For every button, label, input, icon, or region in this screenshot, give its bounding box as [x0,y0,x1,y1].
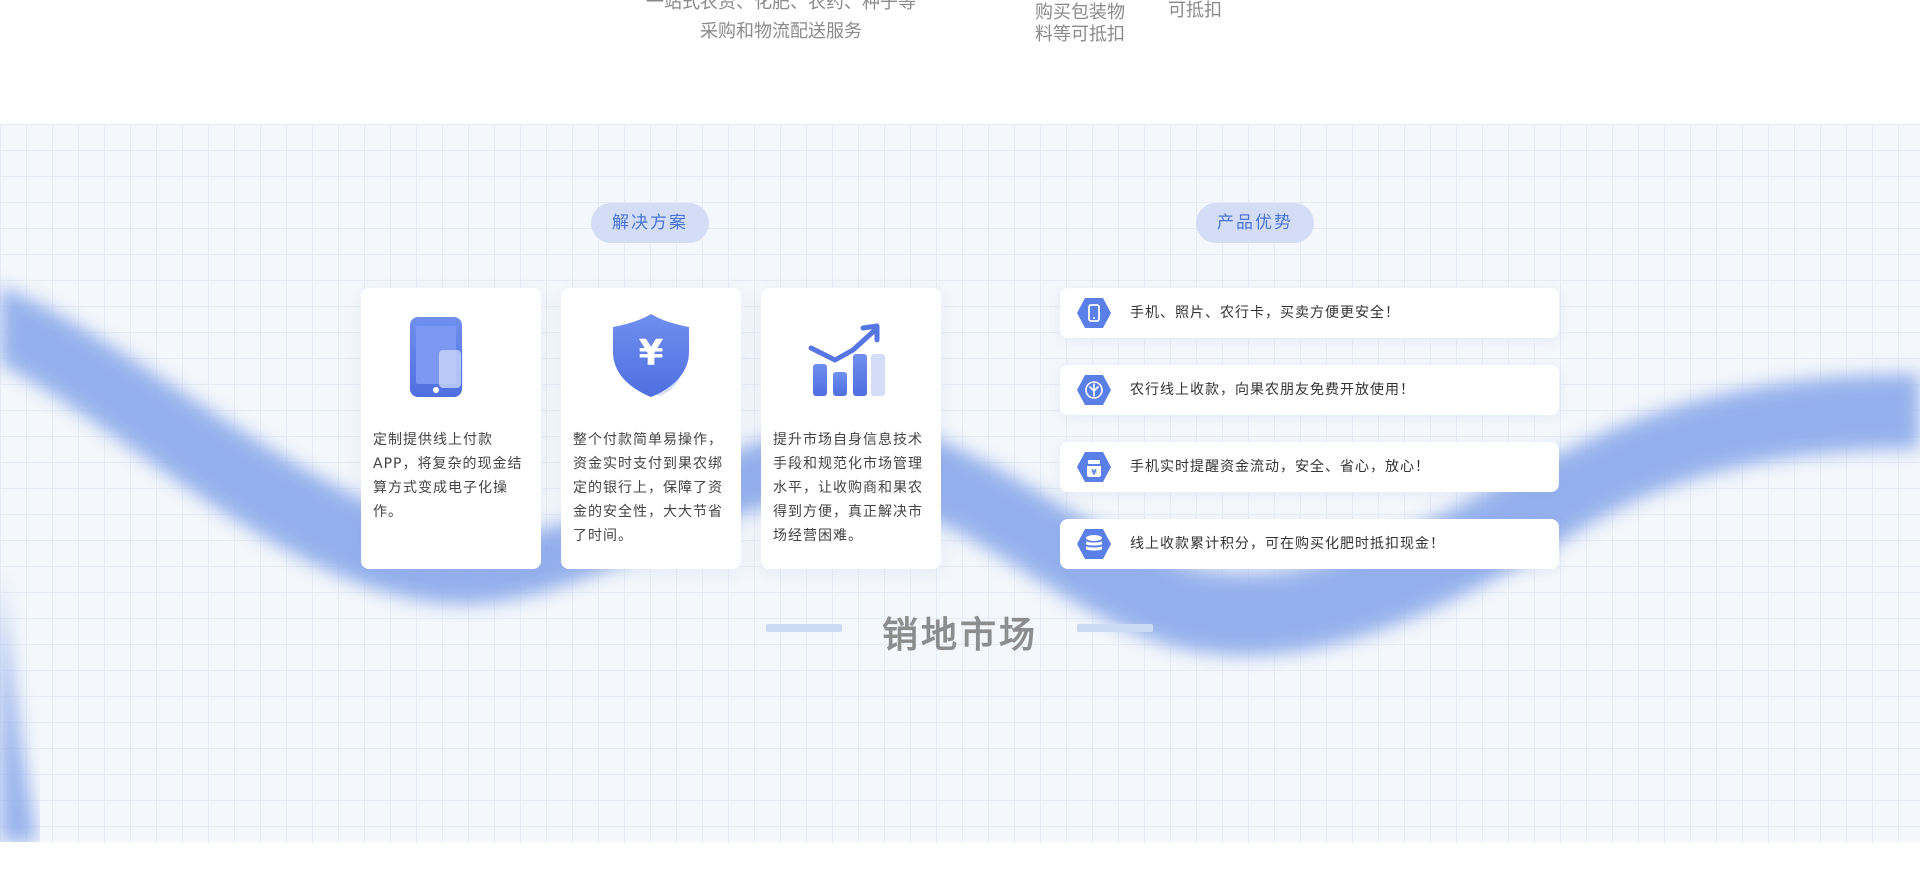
advantage-text: 线上收款累计积分，可在购买化肥时抵扣现金！ [1130,536,1445,552]
section-heading: 销地市场 [881,615,1038,656]
wave-decoration [0,286,1920,842]
svg-text:¥: ¥ [638,333,663,374]
solution-card-security: ¥ 整个付款简单易操作，资金实时支付到果农绑定的银行上，保障了资金的安全性，大大… [561,288,741,569]
top-feature-line-5: 可抵扣 [1168,0,1222,21]
money-bag-icon: ¥ [1077,452,1111,482]
top-feature-line-4: 料等可抵扣 [1035,24,1125,45]
coin-stack-icon [1077,529,1111,559]
top-feature-line-2: 采购和物流配送服务 [700,21,862,42]
advantage-item-alert: ¥ 手机实时提醒资金流动，安全、省心，放心！ [1060,442,1559,492]
solution-card-market: 提升市场自身信息技术手段和规范化市场管理水平，让收购商和果农得到方便，真正解决市… [761,288,941,569]
advantage-text: 农行线上收款，向果农朋友免费开放使用！ [1130,382,1415,398]
solution-card-text: 整个付款简单易操作，资金实时支付到果农绑定的银行上，保障了资金的安全性，大大节省… [573,432,723,544]
svg-text:¥: ¥ [1091,468,1097,477]
advantage-item-points: 线上收款累计积分，可在购买化肥时抵扣现金！ [1060,519,1559,569]
advantage-item-mobile: 手机、照片、农行卡，买卖方便更安全！ [1060,288,1559,338]
advantage-text: 手机实时提醒资金流动，安全、省心，放心！ [1130,459,1430,475]
advantage-item-free: 农行线上收款，向果农朋友免费开放使用！ [1060,365,1559,415]
top-feature-line-1: 一站式农资、化肥、农药、种子等 [646,0,916,13]
solutions-pill: 解决方案 [591,203,709,243]
solution-card-text: 定制提供线上付款APP，将复杂的现金结算方式变成电子化操作。 [373,432,523,520]
advantage-text: 手机、照片、农行卡，买卖方便更安全！ [1130,305,1400,321]
heading-right-decoration [1077,624,1153,632]
mobile-icon [1077,298,1111,328]
top-strip: 一站式农资、化肥、农药、种子等 采购和物流配送服务 购买包装物 料等可抵扣 可抵… [0,0,1920,124]
growth-chart-icon [801,312,901,400]
heading-left-decoration [766,624,842,632]
phone-icon [401,312,501,400]
shield-yuan-icon: ¥ [601,312,701,400]
wheat-icon [1077,375,1111,405]
top-feature-line-3: 购买包装物 [1035,2,1125,23]
solution-card-app: 定制提供线上付款APP，将复杂的现金结算方式变成电子化操作。 [361,288,541,569]
solutions-section: 解决方案 产品优势 定制提供线上付款APP，将复杂的现金结算方式变成电子化操作。… [0,124,1920,842]
bottom-strip [0,842,1920,885]
solution-card-text: 提升市场自身信息技术手段和规范化市场管理水平，让收购商和果农得到方便，真正解决市… [773,432,923,544]
advantages-pill: 产品优势 [1196,203,1314,243]
